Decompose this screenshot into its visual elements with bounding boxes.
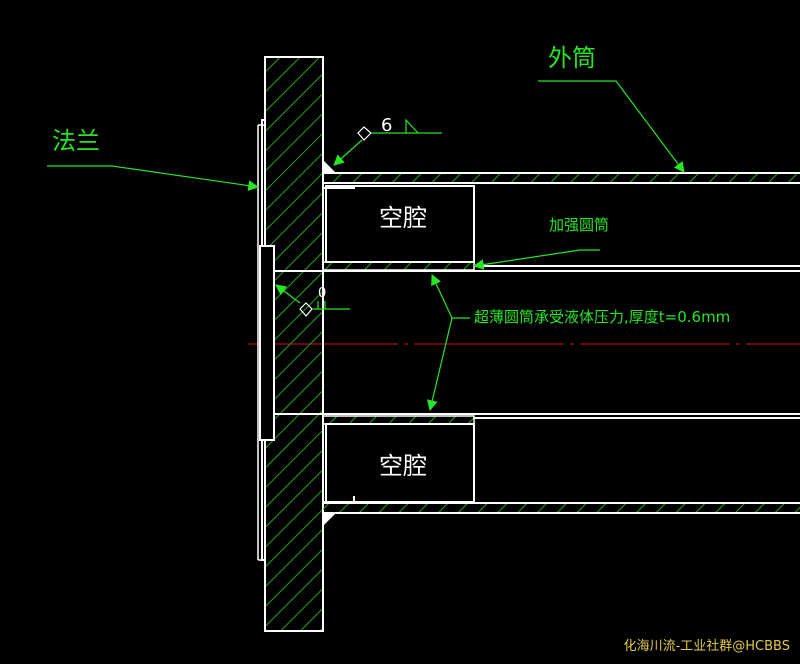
outer-tube-bottom (323, 502, 800, 526)
flange (257, 56, 324, 632)
outer-tube-top (323, 160, 800, 184)
cavity-top-label: 空腔 (379, 204, 427, 232)
weld-size-label: 6 (381, 115, 392, 136)
outer-tube-leader (538, 80, 685, 173)
reinforce-tube-bottom (322, 415, 475, 425)
flange-leader (47, 165, 260, 191)
weld-zero-label: 0 (318, 286, 326, 301)
reinforce-tube-label: 加强圆筒 (549, 216, 609, 234)
thin-tube-note: 超薄圆筒承受液体压力,厚度t=0.6mm (474, 308, 730, 326)
cavity-bottom-label: 空腔 (379, 452, 427, 480)
reinforce-tube-leader (472, 249, 600, 270)
weld-symbol-inner (275, 284, 350, 317)
thin-tube-leader (427, 274, 470, 412)
flange-label: 法兰 (52, 127, 100, 155)
cavity-bottom (323, 423, 475, 503)
reinforce-tube-top (322, 261, 475, 271)
watermark: 化海川流-工业社群@HCBBS (623, 639, 790, 654)
weld-symbol-top (333, 118, 442, 166)
outer-tube-label: 外筒 (548, 44, 596, 72)
